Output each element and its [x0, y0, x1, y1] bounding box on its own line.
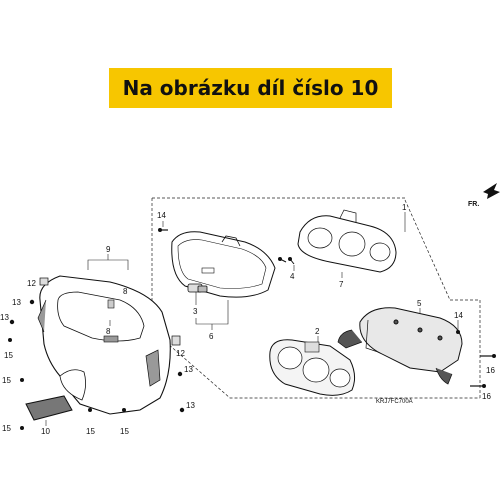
bulb-socket	[187, 283, 208, 293]
callout-13-a: 13	[12, 298, 21, 307]
drawing-code: KRJ7FC700A	[376, 399, 413, 405]
callout-7: 7	[339, 280, 344, 289]
callout-10: 10	[41, 427, 50, 436]
title-banner: Na obrázku díl číslo 10	[109, 68, 392, 108]
callout-6: 6	[209, 332, 214, 341]
meter-assembly	[269, 339, 356, 396]
callout-12-left: 12	[27, 279, 36, 288]
meter-case-upper	[171, 231, 276, 298]
clip-icon	[107, 299, 115, 309]
screw-icon	[8, 338, 126, 430]
callout-12-right: 12	[176, 349, 185, 358]
callout-16-top: 16	[486, 366, 495, 375]
callout-15-b: 15	[2, 376, 11, 385]
callout-15-c: 15	[2, 424, 11, 433]
callout-15-d: 15	[86, 427, 95, 436]
lower-garnish	[25, 395, 73, 421]
callout-1: 1	[402, 203, 407, 212]
callout-14-top: 14	[157, 211, 166, 220]
callout-14-right: 14	[454, 311, 463, 320]
screw-icon	[456, 330, 460, 334]
assembly-frame	[151, 197, 481, 399]
screw-icon	[278, 257, 295, 265]
clip-icon	[39, 277, 181, 346]
callout-4: 4	[290, 272, 295, 281]
arrow-icon	[483, 183, 500, 199]
callout-13-d: 13	[186, 401, 195, 410]
screw-icon	[158, 228, 168, 232]
callout-15-e: 15	[120, 427, 129, 436]
callout-8-lower: 8	[106, 327, 111, 336]
svg-text:FR.: FR.	[468, 201, 479, 208]
screw-icon	[9, 299, 185, 413]
callout-13-b: 13	[0, 313, 9, 322]
callout-9: 9	[106, 245, 111, 254]
meter-cover	[297, 209, 397, 273]
callout-13-c: 13	[184, 365, 193, 374]
callout-8-upper: 8	[123, 287, 128, 296]
screw-icon	[470, 354, 496, 388]
front-cover	[37, 275, 171, 415]
callout-5: 5	[417, 299, 422, 308]
callout-3: 3	[193, 307, 198, 316]
callout-16-bottom: 16	[482, 392, 491, 401]
meter-rear-case	[337, 307, 463, 385]
callout-15-a: 15	[4, 351, 13, 360]
callout-2: 2	[315, 327, 320, 336]
front-direction-arrow: FR.	[468, 183, 500, 208]
